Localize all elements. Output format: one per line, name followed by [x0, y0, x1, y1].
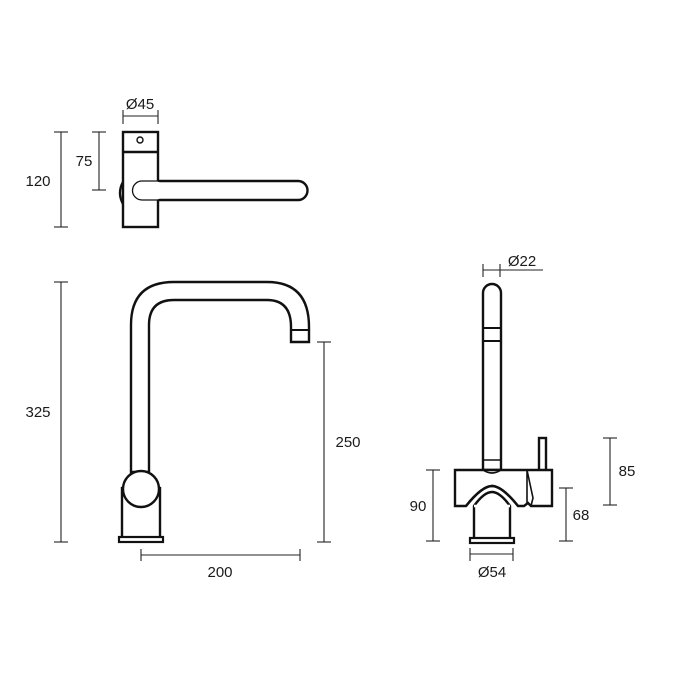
- dim-label-top-diameter: Ø45: [126, 96, 154, 113]
- top-view: Ø45 120 75: [25, 96, 309, 229]
- dim-label-side-pivot-height: 68: [573, 507, 590, 524]
- side-view-base: [468, 536, 516, 545]
- dim-label-side-spout-diameter: Ø22: [508, 253, 536, 270]
- dim-side-pivot-height: 68: [559, 487, 590, 542]
- top-view-screw: [136, 136, 144, 144]
- dim-top-diameter: Ø45: [122, 96, 159, 124]
- dim-label-front-total-height: 325: [25, 404, 50, 421]
- dim-label-side-body-height: 90: [410, 498, 427, 515]
- dim-label-top-lever-height: 75: [76, 153, 93, 170]
- dim-side-base-diameter: Ø54: [469, 548, 514, 581]
- dim-side-body-height: 90: [410, 469, 440, 542]
- front-view-base: [117, 535, 165, 544]
- top-view-lever-inner: [131, 180, 158, 201]
- dim-side-lever-height: 85: [603, 437, 636, 506]
- dim-label-front-spout-height: 250: [335, 434, 360, 451]
- front-view-handle-hub: [121, 469, 161, 509]
- side-view-column: [472, 490, 512, 542]
- top-view-lever: [158, 179, 309, 202]
- front-view: 325 250 200: [25, 280, 361, 581]
- side-view-spout: [481, 282, 503, 472]
- dim-label-front-spout-reach: 200: [207, 564, 232, 581]
- side-view-lever: [537, 436, 548, 474]
- dim-top-lever-height: 75: [76, 131, 106, 191]
- dim-top-total-height: 120: [25, 131, 68, 228]
- side-view: Ø22 90 85 68 Ø54: [410, 253, 636, 581]
- dim-front-spout-reach: 200: [140, 549, 301, 581]
- top-view-body: [121, 130, 160, 229]
- dim-front-spout-height: 250: [317, 341, 361, 543]
- side-view-lever-cartridge: [526, 469, 534, 507]
- dim-label-top-total-height: 120: [25, 173, 50, 190]
- dim-label-side-base-diameter: Ø54: [478, 564, 506, 581]
- front-view-spout: [129, 280, 311, 474]
- dim-front-total-height: 325: [25, 281, 68, 543]
- dim-label-side-lever-height: 85: [619, 463, 636, 480]
- dim-side-spout-diameter: Ø22: [482, 253, 543, 277]
